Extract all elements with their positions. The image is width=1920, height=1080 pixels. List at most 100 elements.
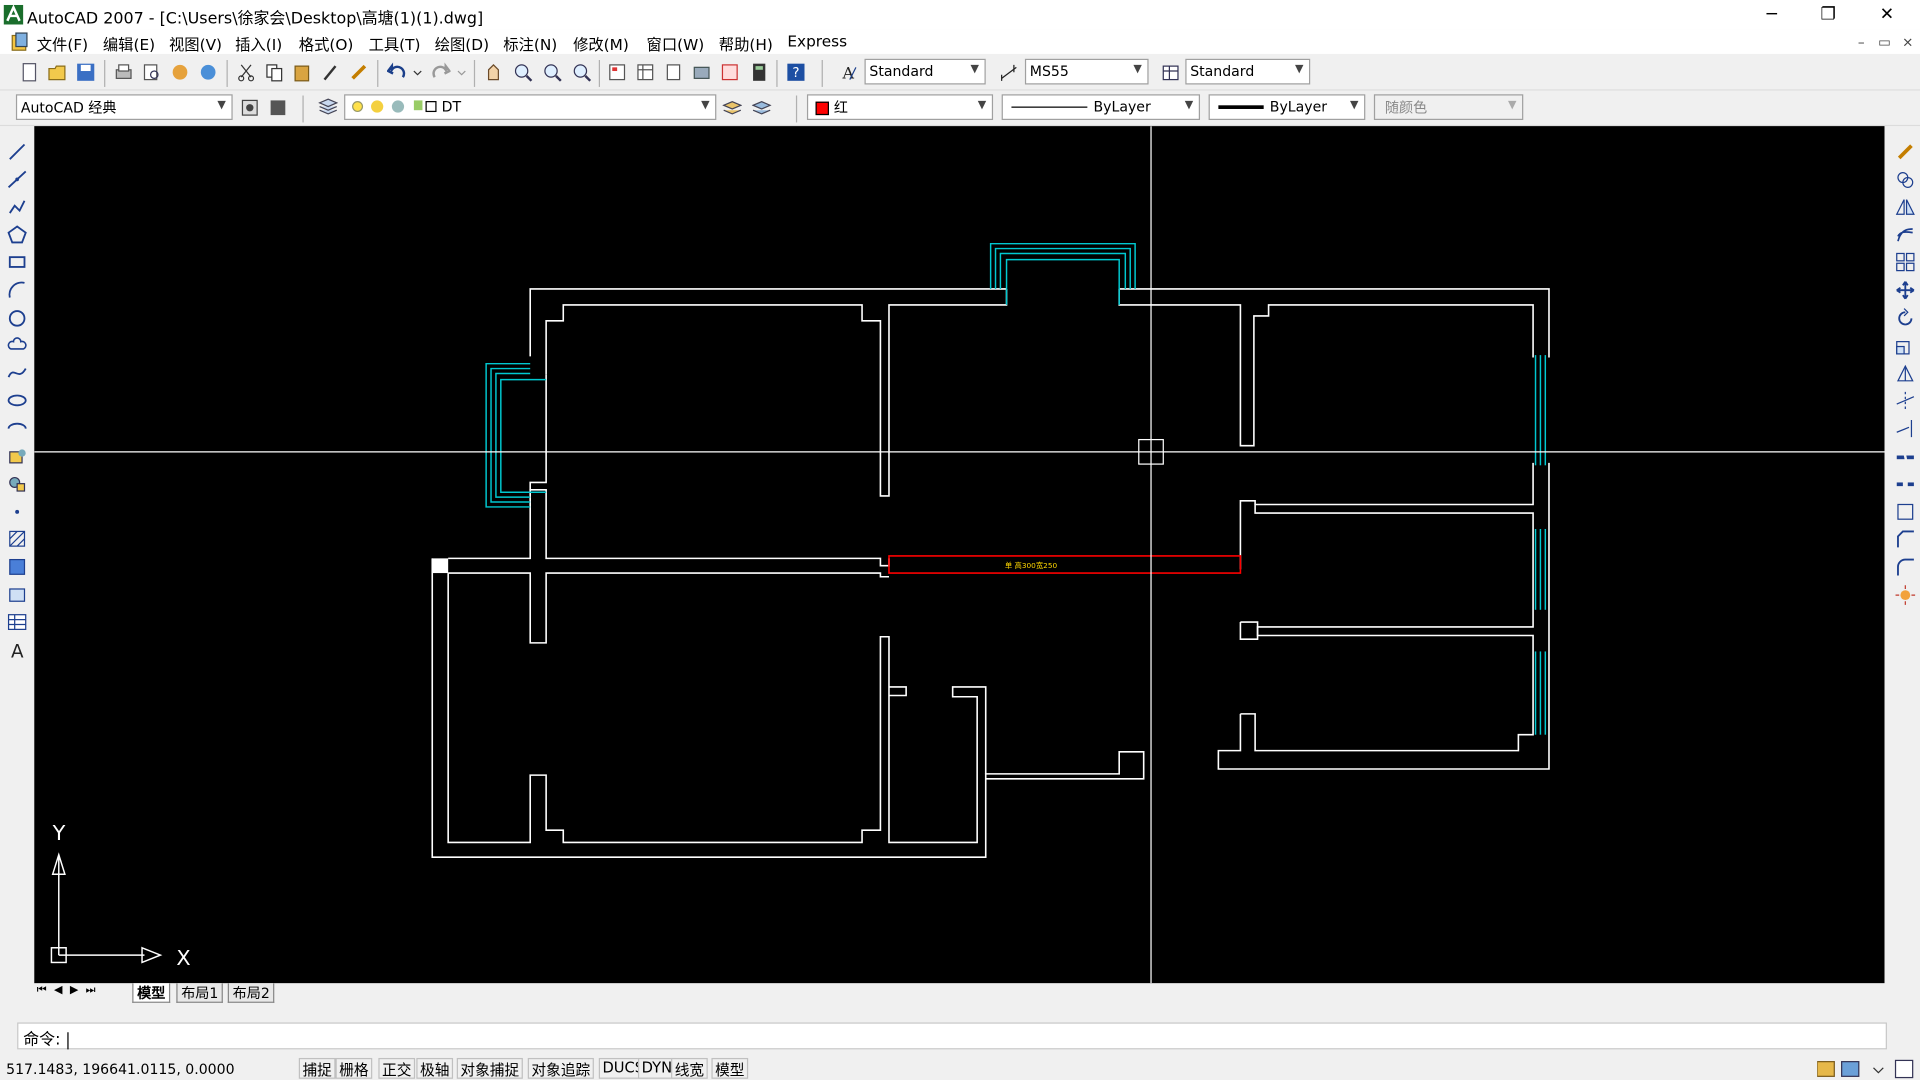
paste-icon[interactable] — [289, 59, 316, 86]
restore-button[interactable]: ❐ — [1820, 4, 1836, 25]
rotate-icon[interactable] — [1892, 304, 1919, 331]
match-properties-icon[interactable] — [317, 59, 344, 86]
arc-icon[interactable] — [4, 277, 31, 304]
plot-preview-icon[interactable] — [138, 59, 165, 86]
rectangle-icon[interactable] — [4, 249, 31, 276]
point-icon[interactable] — [4, 498, 31, 525]
status-toggle-9[interactable]: 线宽 — [671, 1057, 708, 1079]
save-icon[interactable] — [72, 59, 99, 86]
linetype-select[interactable]: ByLayer▼ — [1001, 94, 1201, 121]
menu-edit[interactable]: 编辑(E) — [102, 35, 156, 54]
menu-modify[interactable]: 修改(M) — [573, 35, 629, 54]
mdi-restore-button[interactable]: ▭ — [1878, 34, 1891, 51]
status-toggle-6[interactable]: 对象追踪 — [527, 1057, 594, 1079]
dimension-style-select[interactable]: MS55▼ — [1024, 58, 1149, 85]
scale-icon[interactable] — [1892, 332, 1919, 359]
tab-layout2[interactable]: 布局2 — [227, 983, 275, 1003]
status-toggle-4[interactable]: 极轴 — [416, 1057, 454, 1079]
color-select[interactable]: 红▼ — [806, 94, 994, 121]
block-editor-icon[interactable] — [345, 59, 372, 86]
undo-dropdown-icon[interactable] — [410, 59, 425, 86]
polyline-icon[interactable] — [4, 194, 31, 221]
status-toggle-8[interactable]: DYN — [637, 1057, 676, 1079]
make-block-icon[interactable] — [4, 470, 31, 497]
quickcalc-icon[interactable] — [746, 59, 773, 86]
join-icon[interactable] — [1892, 498, 1919, 525]
copy-icon[interactable] — [1892, 166, 1919, 193]
drawing-canvas[interactable]: 单 高300宽250 Y X — [34, 126, 1885, 984]
explode-icon[interactable] — [1892, 581, 1919, 608]
next-tab-icon[interactable]: ▶ — [69, 984, 79, 997]
3d-dwf-icon[interactable] — [195, 59, 222, 86]
chamfer-icon[interactable] — [1892, 526, 1919, 553]
status-toggle-2[interactable]: 栅格 — [335, 1057, 373, 1079]
tool-palettes-icon[interactable] — [660, 59, 687, 86]
text-style-select[interactable]: Standard▼ — [864, 58, 986, 85]
polygon-icon[interactable] — [4, 221, 31, 248]
trim-icon[interactable] — [1892, 387, 1919, 414]
array-icon[interactable] — [1892, 249, 1919, 276]
redo-icon[interactable] — [427, 59, 454, 86]
undo-icon[interactable] — [383, 59, 410, 86]
workspace-select[interactable]: AutoCAD 经典▼ — [15, 94, 233, 121]
menu-express[interactable]: Express — [787, 31, 848, 51]
layer-select[interactable]: DT▼ — [344, 94, 717, 121]
tab-layout1[interactable]: 布局1 — [176, 983, 224, 1003]
erase-icon[interactable] — [1892, 138, 1919, 165]
ellipse-icon[interactable] — [4, 387, 31, 414]
layer-previous-icon[interactable] — [748, 94, 775, 121]
status-toggle-10[interactable]: 模型 — [711, 1057, 749, 1079]
fillet-icon[interactable] — [1892, 553, 1919, 580]
mdi-minimize-button[interactable]: – — [1857, 34, 1865, 51]
plotstyle-select[interactable]: 随颜色▼ — [1373, 94, 1524, 121]
menu-format[interactable]: 格式(O) — [298, 35, 354, 54]
menu-view[interactable]: 视图(V) — [168, 35, 223, 54]
offset-icon[interactable] — [1892, 221, 1919, 248]
menu-dimension[interactable]: 标注(N) — [503, 35, 558, 54]
redo-dropdown-icon[interactable] — [454, 59, 469, 86]
table-style-icon[interactable] — [1157, 59, 1184, 86]
region-icon[interactable] — [4, 581, 31, 608]
hatch-icon[interactable] — [4, 526, 31, 553]
sheet-set-manager-icon[interactable] — [688, 59, 715, 86]
status-toggle-3[interactable]: 正交 — [378, 1057, 416, 1079]
table-icon[interactable] — [4, 609, 31, 636]
make-object-layer-current-icon[interactable] — [719, 94, 746, 121]
menu-file[interactable]: 文件(F) — [36, 35, 89, 54]
status-toggle-5[interactable]: 对象捕捉 — [456, 1057, 523, 1079]
minimize-button[interactable]: ─ — [1766, 4, 1778, 25]
first-tab-icon[interactable]: ⏮ — [36, 984, 47, 997]
lineweight-select[interactable]: ByLayer▼ — [1208, 94, 1366, 121]
previous-tab-icon[interactable]: ◀ — [54, 984, 63, 997]
circle-icon[interactable] — [4, 304, 31, 331]
spline-icon[interactable] — [4, 360, 31, 387]
layer-manager-icon[interactable] — [315, 94, 342, 121]
publish-icon[interactable] — [167, 59, 194, 86]
command-line[interactable]: 命令: — [17, 1022, 1887, 1050]
stretch-icon[interactable] — [1892, 360, 1919, 387]
break-icon[interactable] — [1892, 470, 1919, 497]
ellipse-arc-icon[interactable] — [4, 415, 31, 442]
status-toggle-1[interactable]: 捕捉 — [298, 1057, 336, 1079]
close-button[interactable]: ✕ — [1879, 4, 1895, 25]
pan-realtime-icon[interactable] — [480, 59, 507, 86]
extend-icon[interactable] — [1892, 415, 1919, 442]
table-style-select[interactable]: Standard▼ — [1185, 58, 1311, 85]
construction-line-icon[interactable] — [4, 166, 31, 193]
last-tab-icon[interactable]: ⏭ — [85, 984, 96, 997]
tab-model[interactable]: 模型 — [132, 983, 171, 1003]
menu-draw[interactable]: 绘图(D) — [434, 35, 490, 54]
properties-icon[interactable] — [604, 59, 631, 86]
workspace-save-icon[interactable] — [264, 94, 291, 121]
mirror-icon[interactable] — [1892, 194, 1919, 221]
zoom-window-icon[interactable] — [539, 59, 566, 86]
help-icon[interactable]: ? — [782, 59, 809, 86]
text-style-icon[interactable]: A — [835, 59, 862, 86]
insert-block-icon[interactable] — [4, 443, 31, 470]
multiline-text-icon[interactable]: A — [4, 636, 31, 663]
copy-clip-icon[interactable] — [261, 59, 288, 86]
break-at-point-icon[interactable] — [1892, 443, 1919, 470]
cut-icon[interactable] — [233, 59, 260, 86]
line-icon[interactable] — [4, 138, 31, 165]
menu-window[interactable]: 窗口(W) — [646, 35, 705, 54]
